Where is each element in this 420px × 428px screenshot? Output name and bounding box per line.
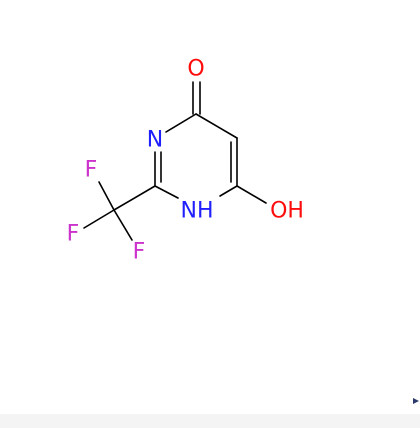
atom-f1: F: [85, 158, 98, 183]
bonds: [83, 81, 267, 241]
atom-oh: OH: [270, 199, 304, 224]
bottom-strip: [0, 414, 420, 428]
atom-labels: O N NH OH F F F: [67, 57, 304, 265]
bond-c2-cf3: [113, 185, 156, 211]
bond-cf3-f1: [98, 181, 115, 211]
corner-marker-icon: [413, 398, 419, 404]
bond-cf3-f2: [83, 209, 115, 229]
bond-cf3-f3: [113, 209, 133, 241]
atom-f3: F: [133, 240, 146, 265]
atom-nh-ring: NH: [181, 199, 214, 224]
bond-nh-c2: [154, 185, 179, 199]
bond-c6-nh: [219, 185, 238, 197]
bond-n-c4: [165, 113, 197, 133]
bond-c4-c5: [195, 113, 238, 139]
atom-f2: F: [67, 222, 80, 247]
atom-n-ring: N: [147, 128, 163, 153]
bond-c6-oh: [236, 185, 267, 204]
atom-o-top: O: [187, 57, 204, 82]
